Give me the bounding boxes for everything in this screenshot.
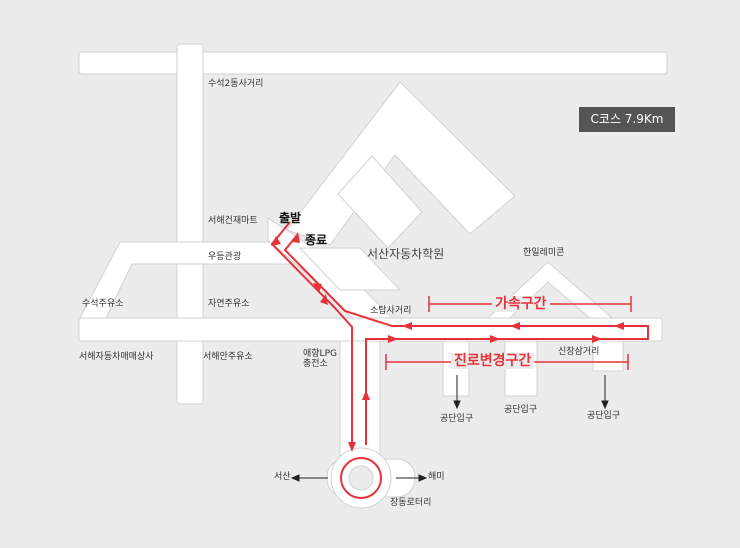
arrow-icon [614, 322, 624, 330]
road-school-lower [298, 247, 402, 291]
arrow-right-icon [418, 474, 428, 482]
label-haemi: 해미 [428, 472, 445, 482]
road-top [78, 51, 668, 75]
label-finish: 종료 [305, 233, 328, 247]
label-sinjang: 신장삼거리 [558, 347, 600, 357]
arrow-icon [388, 335, 398, 343]
label-seosan: 서산 [274, 472, 291, 482]
label-sotap-intersection: 소탑사거리 [370, 306, 412, 316]
label-aehyang-lpg: 애향LPG 충전소 [303, 349, 337, 370]
label-school: 서산자동차학원 [367, 247, 445, 261]
arrow-icon [313, 283, 322, 293]
label-gongdan-3: 공단입구 [587, 411, 621, 421]
road-approach [339, 340, 381, 457]
label-lane-change-zone: 진로변경구간 [451, 353, 535, 370]
arrow-icon [348, 442, 356, 452]
road-school-outer [286, 81, 516, 246]
road-left-vertical [176, 43, 204, 405]
arrow-icon [362, 390, 370, 400]
arrow-icon [490, 335, 500, 343]
arrow-icon [402, 322, 412, 330]
label-suseok2-intersection: 수석2동사거리 [208, 79, 264, 89]
label-seohaean-gas: 서해안주유소 [203, 352, 253, 362]
arrow-icon [320, 294, 328, 305]
label-jayeon-gas: 자연주유소 [208, 299, 250, 309]
road-school-inner [337, 155, 423, 249]
label-woodeung: 우등관광 [208, 252, 242, 262]
label-accel-zone: 가속구간 [492, 296, 550, 313]
road-main [78, 317, 663, 342]
course-badge: C코스 7.9Km [579, 107, 675, 132]
arrow-left-icon [290, 474, 300, 482]
label-seohae-geonjae: 서해건재마트 [208, 216, 258, 226]
label-suseok-gas: 수석주유소 [82, 299, 124, 309]
arrow-icon [271, 236, 281, 246]
label-seohae-car: 서해자동차매매상사 [79, 352, 154, 362]
label-gongdan-1: 공단입구 [440, 414, 474, 424]
label-jangdong-rotary: 장동로터리 [390, 498, 432, 508]
label-gongdan-2: 공단입구 [504, 405, 538, 415]
label-hanil: 한일레미콘 [523, 248, 565, 258]
road-stub-3 [592, 340, 624, 372]
label-start: 출발 [279, 211, 302, 225]
arrow-icon [592, 335, 602, 343]
arrow-down-icon [601, 400, 609, 410]
arrow-down-icon [453, 400, 461, 410]
arrow-icon [510, 322, 520, 330]
arrow-icon [292, 232, 300, 243]
